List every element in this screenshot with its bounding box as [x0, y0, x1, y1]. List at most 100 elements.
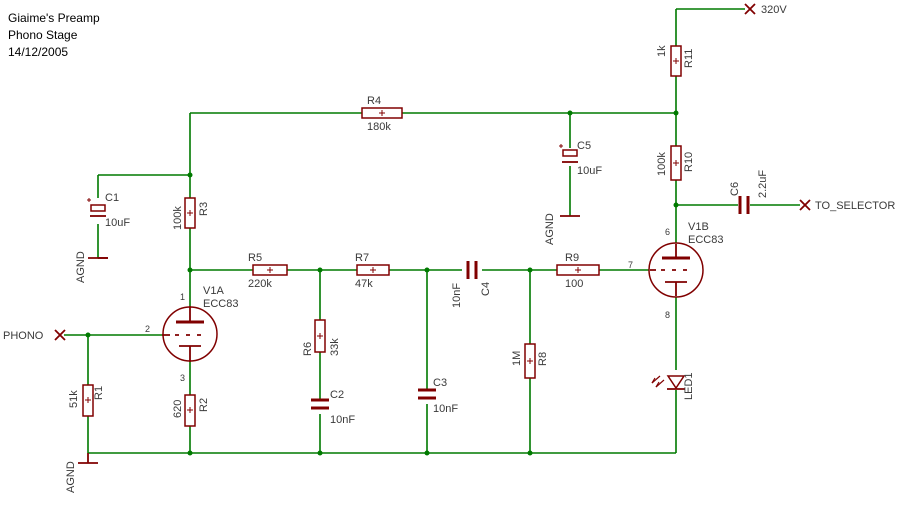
- junction-dot: [424, 267, 430, 273]
- output-marker: [799, 199, 811, 211]
- r6-value: 33k: [329, 338, 341, 356]
- r6-name: R6: [302, 342, 314, 356]
- r7-name: R7: [355, 252, 369, 264]
- r9-name: R9: [565, 252, 579, 264]
- v1b-name: V1B: [688, 221, 709, 233]
- resistor-r3: [184, 197, 196, 229]
- resistor-r6: [314, 319, 326, 353]
- junction-dot: [85, 332, 91, 338]
- capacitor-c6: [738, 196, 750, 214]
- resistor-r1: [82, 384, 94, 417]
- r1-name: R1: [93, 386, 105, 400]
- c5-value: 10uF: [577, 165, 602, 177]
- v1b-pin-plate: 6: [665, 227, 670, 237]
- c6-name: C6: [729, 182, 741, 196]
- v1b-pin-grid: 7: [628, 260, 633, 270]
- junction-dot: [187, 450, 193, 456]
- resistor-r4: [361, 107, 403, 119]
- header-title: Giaime's Preamp: [8, 11, 100, 25]
- r4-name: R4: [367, 95, 381, 107]
- c2-name: C2: [330, 389, 344, 401]
- r1-value: 51k: [68, 390, 80, 408]
- junction-dot: [527, 267, 533, 273]
- supply-marker: [744, 3, 756, 15]
- junction-dot: [527, 450, 533, 456]
- r4-value: 180k: [367, 121, 391, 133]
- capacitor-c4: [466, 261, 478, 279]
- r7-value: 47k: [355, 278, 373, 290]
- c1-value: 10uF: [105, 217, 130, 229]
- junction-dot: [317, 450, 323, 456]
- junction-dot: [567, 110, 573, 116]
- v1a-name: V1A: [203, 285, 224, 297]
- v1a-pin-plate: 1: [180, 292, 185, 302]
- c2-value: 10nF: [330, 414, 355, 426]
- c4-value: 10nF: [451, 283, 463, 308]
- wires: [64, 8, 800, 454]
- resistor-r9: [556, 264, 600, 276]
- phono-input-marker: [54, 329, 66, 341]
- junctions: [85, 110, 679, 456]
- capacitor-c2: [311, 398, 329, 410]
- ground-symbol: [78, 453, 98, 464]
- r8-name: R8: [537, 352, 549, 366]
- r10-name: R10: [683, 152, 695, 172]
- resistor-r7: [356, 264, 390, 276]
- c3-value: 10nF: [433, 403, 458, 415]
- close-x-icon: [54, 329, 66, 341]
- close-x-icon: [799, 199, 811, 211]
- supply-column-wire: [675, 8, 745, 244]
- v1b-type: ECC83: [688, 234, 723, 246]
- junction-dot: [424, 450, 430, 456]
- led1-name: LED1: [683, 372, 695, 400]
- junction-dot: [317, 267, 323, 273]
- agnd-label: AGND: [65, 461, 77, 493]
- c1-wire: [97, 174, 190, 258]
- r2-name: R2: [198, 398, 210, 412]
- v1a-pin-grid: 2: [145, 324, 150, 334]
- ground-symbols: [78, 215, 580, 464]
- c1-name: C1: [105, 192, 119, 204]
- resistor-r8: [524, 343, 536, 379]
- resistor-r2: [184, 394, 196, 427]
- v1a-type: ECC83: [203, 298, 238, 310]
- led-icon: [651, 375, 686, 390]
- junction-dot: [187, 172, 193, 178]
- r3-value: 100k: [172, 206, 184, 230]
- capacitor-c1: [87, 198, 106, 217]
- r2-value: 620: [172, 400, 184, 418]
- header-date: 14/12/2005: [8, 45, 68, 59]
- r9-value: 100: [565, 278, 583, 290]
- to-selector-label: TO_SELECTOR: [815, 200, 895, 212]
- c4-name: C4: [480, 282, 492, 296]
- agnd-label: AGND: [544, 213, 556, 245]
- junction-dot: [673, 110, 679, 116]
- resistor-r11: [670, 45, 682, 77]
- resistor-r10: [670, 145, 682, 181]
- r8-value: 1M: [511, 351, 523, 366]
- r5-value: 220k: [248, 278, 272, 290]
- c3-name: C3: [433, 377, 447, 389]
- tube-v1a: [162, 306, 218, 362]
- v1a-pin-cathode: 3: [180, 373, 185, 383]
- supply-label: 320V: [761, 4, 787, 16]
- agnd-label: AGND: [75, 251, 87, 283]
- v1b-pin-cathode: 8: [665, 310, 670, 320]
- r3-name: R3: [198, 202, 210, 216]
- r11-name: R11: [683, 49, 695, 68]
- junction-dot: [673, 202, 679, 208]
- c5-name: C5: [577, 140, 591, 152]
- capacitor-c5: [559, 144, 578, 163]
- resistor-r5: [252, 264, 288, 276]
- header-subtitle: Phono Stage: [8, 28, 78, 42]
- capacitor-c3: [418, 388, 436, 400]
- phono-label: PHONO: [3, 330, 44, 342]
- close-x-icon: [744, 3, 756, 15]
- junction-dot: [187, 267, 193, 273]
- r11-value: 1k: [656, 45, 668, 57]
- r5-name: R5: [248, 252, 262, 264]
- tube-v1b: [648, 242, 704, 298]
- c6-value: 2.2uF: [757, 170, 769, 198]
